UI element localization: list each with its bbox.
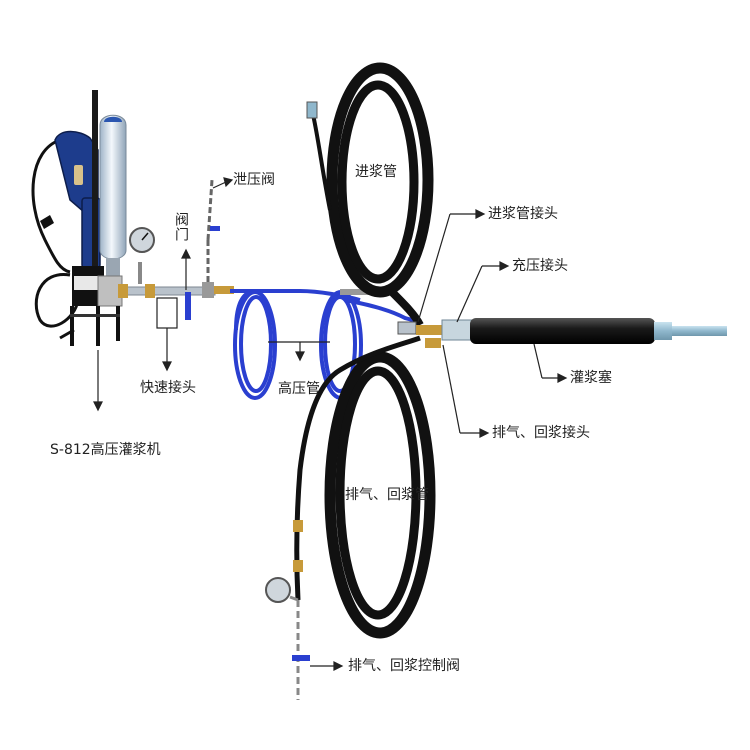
high-pressure-hose-coil xyxy=(230,289,421,400)
machine-label: S-812高压灌浆机 xyxy=(50,442,161,458)
exhaust-return-control-valve-label: 排气、回浆控制阀 xyxy=(348,658,460,674)
quick-connector-label: 快速接头 xyxy=(140,380,196,396)
exhaust-return-hose-label: 排气、回浆管 xyxy=(345,487,429,503)
exhaust-return-connector-label: 排气、回浆接头 xyxy=(492,425,590,441)
valve-label: 阀门 xyxy=(173,212,189,242)
grout-inlet-hose-coil xyxy=(306,62,434,327)
grout-packer-icon xyxy=(397,318,727,348)
return-gauge-icon xyxy=(265,577,291,603)
manifold-pipe xyxy=(118,179,234,320)
exhaust-return-hose-coil xyxy=(265,335,436,700)
grout-inlet-hose-label: 进浆管 xyxy=(355,164,397,180)
grouting-pump-icon xyxy=(31,90,127,346)
pressure-connector-label: 充压接头 xyxy=(512,258,568,274)
grout-plug-label: 灌浆塞 xyxy=(570,370,612,386)
leader-lines xyxy=(93,177,568,671)
relief-valve-label: 泄压阀 xyxy=(233,172,275,188)
inlet-hose-connector-label: 进浆管接头 xyxy=(488,206,558,222)
high-pressure-hose-label: 高压管 xyxy=(278,381,320,397)
